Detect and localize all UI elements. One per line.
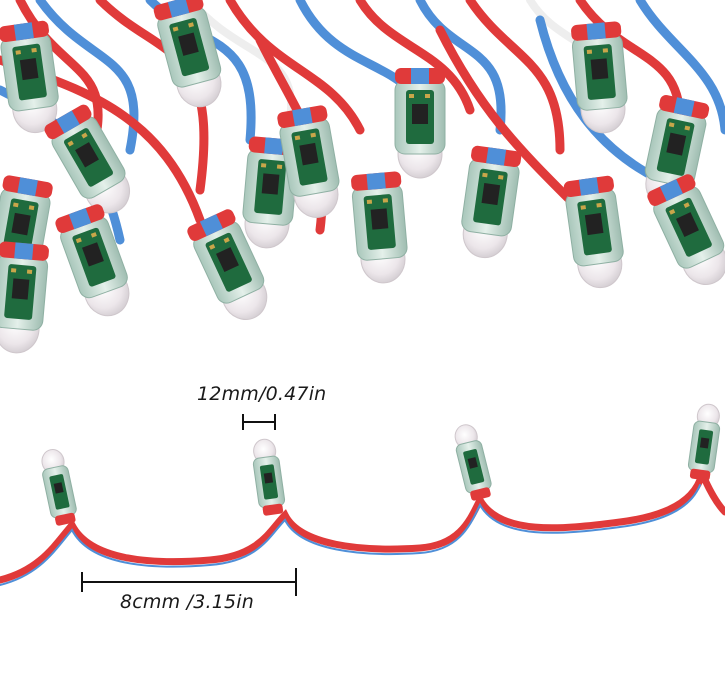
pixel-string <box>0 402 725 586</box>
diameter-dimension-marker <box>242 414 276 430</box>
diameter-label: 12mm/0.47in <box>197 383 327 405</box>
spacing-label: 8cmm /3.15in <box>120 591 255 613</box>
spacing-dimension-marker <box>81 568 297 596</box>
pixel-pile <box>0 0 725 356</box>
